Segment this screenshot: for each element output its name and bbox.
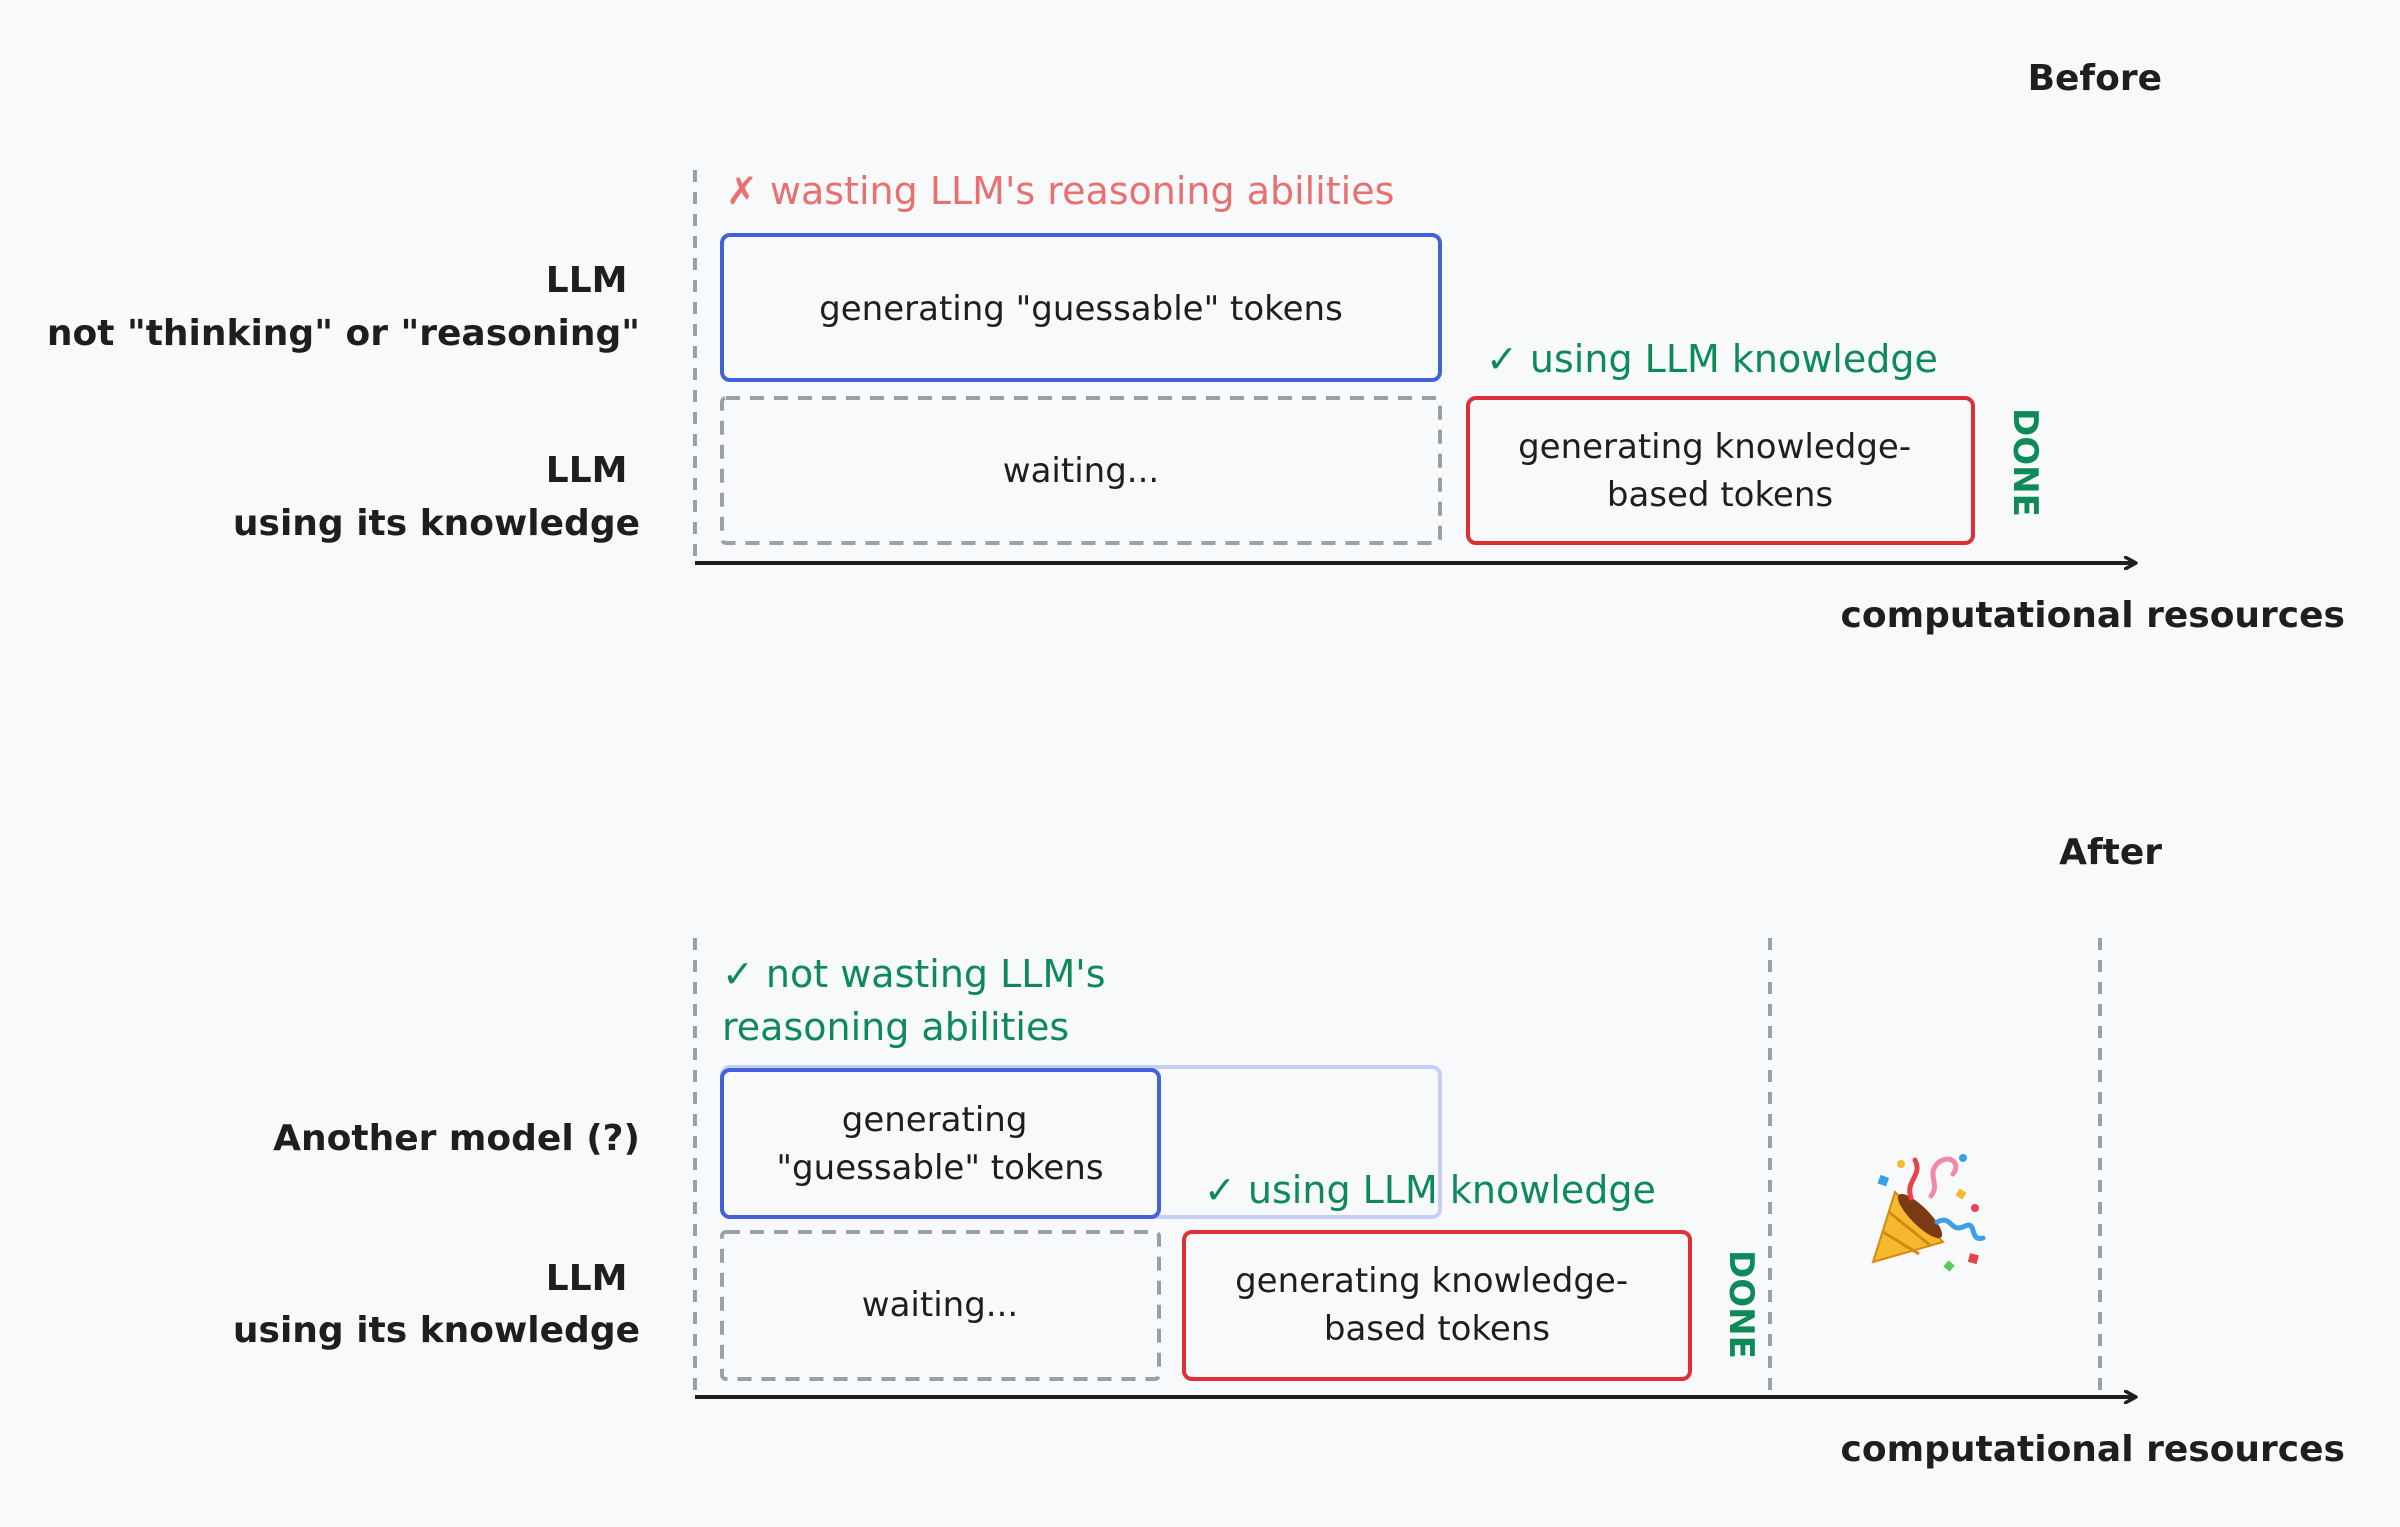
- before-knowledge-note: ✓ using LLM knowledge: [1486, 337, 1938, 381]
- before-row2-label: LLM using its knowledge: [233, 450, 640, 544]
- before-knowledge-box: [1466, 396, 1975, 545]
- before-knowledge-text: generating knowledge- based tokens: [1518, 427, 1922, 515]
- after-knowledge-box: [1182, 1230, 1692, 1381]
- after-title: After: [2059, 832, 2162, 873]
- before-title: Before: [2028, 58, 2162, 99]
- after-row1-label: Another model (?): [273, 1118, 640, 1159]
- before-row1-label: LLM not "thinking" or "reasoning": [47, 260, 640, 354]
- before-x-axis-label: computational resources: [1841, 595, 2345, 636]
- after-waiting-box: [720, 1230, 1161, 1381]
- after-knowledge-text: generating knowledge- based tokens: [1235, 1261, 1639, 1349]
- after-x-axis-label: computational resources: [1841, 1429, 2345, 1470]
- after-guessable-text: generating "guessable" tokens: [776, 1100, 1103, 1188]
- before-waiting-text: waiting...: [1003, 451, 1159, 491]
- before-guessable-box: [720, 233, 1442, 382]
- before-section: Before LLM not "thinking" or "reasoning"…: [47, 58, 2345, 636]
- after-knowledge-note: ✓ using LLM knowledge: [1204, 1168, 1656, 1212]
- after-section: After Another model (?) LLM using its kn…: [233, 832, 2345, 1470]
- party-popper-icon: [1871, 1154, 1986, 1272]
- before-done-label: DONE: [2005, 408, 2045, 517]
- after-waiting-text: waiting...: [862, 1285, 1018, 1325]
- before-waste-note: ✗ wasting LLM's reasoning abilities: [726, 169, 1394, 213]
- before-guessable-text: generating "guessable" tokens: [819, 289, 1343, 329]
- after-done-label: DONE: [1721, 1250, 1761, 1359]
- after-row2-label: LLM using its knowledge: [233, 1258, 640, 1351]
- after-saved-note: ✓ not wasting LLM's reasoning abilities: [722, 952, 1118, 1049]
- before-waiting-box: [720, 396, 1442, 545]
- after-guessable-box: [720, 1068, 1161, 1219]
